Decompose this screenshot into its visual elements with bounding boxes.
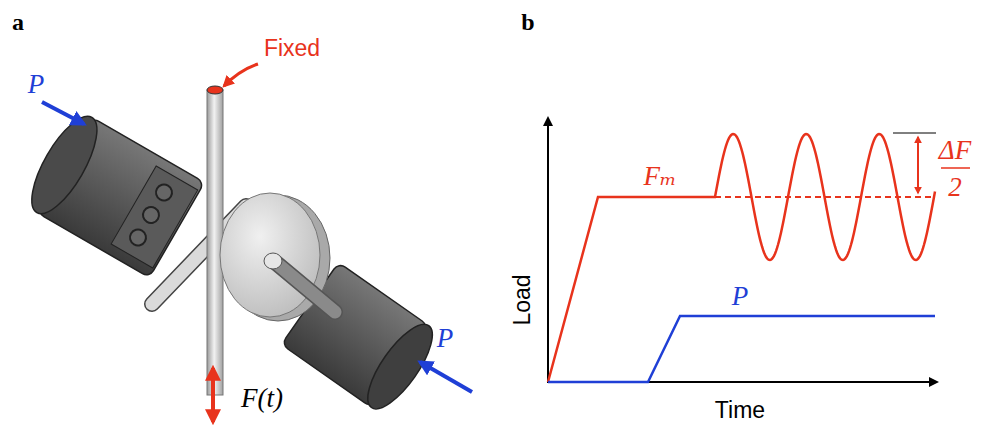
axle [264, 253, 282, 269]
force-symbol: F(t) [241, 385, 283, 412]
fixed-label: Fixed [264, 37, 320, 60]
normal-load-curve [548, 316, 935, 382]
axis-title: Load [511, 274, 534, 325]
axis-title: Time [715, 399, 765, 422]
disc-arm [275, 262, 335, 312]
disc-arm-outline [275, 262, 335, 312]
load-symbol: P [732, 283, 749, 310]
amplitude-arrow [917, 137, 919, 193]
load-arrow [42, 102, 84, 124]
load-symbol: P [437, 325, 454, 352]
amplitude-symbol: ΔF [939, 137, 971, 164]
left-pad-holder [20, 107, 205, 277]
fixed-end [207, 86, 223, 94]
amplitude-denominator: 2 [948, 174, 962, 201]
load-arrow [420, 362, 472, 392]
panel-letter: b [521, 10, 534, 34]
fraction-bar [941, 167, 970, 169]
fixed-pointer [224, 64, 258, 86]
force-curve [548, 134, 935, 382]
panel-letter: a [12, 10, 24, 34]
mean-force-symbol: Fₘ [643, 163, 676, 190]
load-symbol: P [28, 71, 45, 98]
force-arrow [211, 368, 215, 422]
disc-pad [220, 193, 320, 317]
y-axis [547, 118, 549, 383]
dimension-tick [893, 133, 936, 134]
